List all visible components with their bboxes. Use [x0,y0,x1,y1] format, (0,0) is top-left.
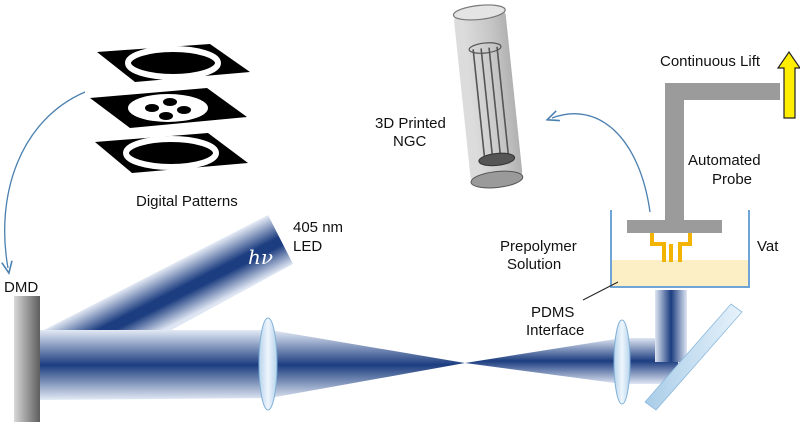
prepolymer-solution [612,260,748,287]
ngc-label: 3D Printed [375,115,446,132]
lens-left [258,317,278,411]
probe-to-ngc-arrow [552,114,651,213]
patterns-to-dmd-arrow [5,91,86,268]
photon-energy-label: hν [248,245,273,269]
main-beam-to-focus [40,330,465,400]
automated-probe-label-2: Probe [712,171,752,188]
vat [610,210,750,288]
ngc-label-2: NGC [393,133,427,150]
led-wavelength-label: 405 nm [293,219,343,236]
electrodes [650,233,692,262]
pattern-ring-bottom [95,133,248,173]
continuous-lift-label: Continuous Lift [660,53,761,70]
pattern-channels [90,88,247,128]
dmd-device [14,296,40,422]
vertical-beam [655,290,687,362]
lift-arrow-icon [776,50,800,119]
pattern-ring-top [97,44,250,82]
interface-label: Interface [526,322,584,339]
solution-label: Solution [507,256,561,273]
prepolymer-label: Prepolymer [500,238,577,255]
main-beam-from-focus [465,338,678,384]
led-label: LED [293,238,322,255]
vat-label: Vat [757,238,779,255]
automated-probe [627,83,780,262]
digital-pattern-stack [90,44,250,173]
pdms-leader-line [582,281,619,301]
lens-right [613,319,631,405]
pdms-label: PDMS [531,304,574,321]
ngc-tube [452,4,524,189]
automated-probe-label: Automated [688,152,761,169]
mirror [644,303,743,411]
dmd-label: DMD [4,279,38,296]
digital-patterns-label: Digital Patterns [136,193,238,210]
